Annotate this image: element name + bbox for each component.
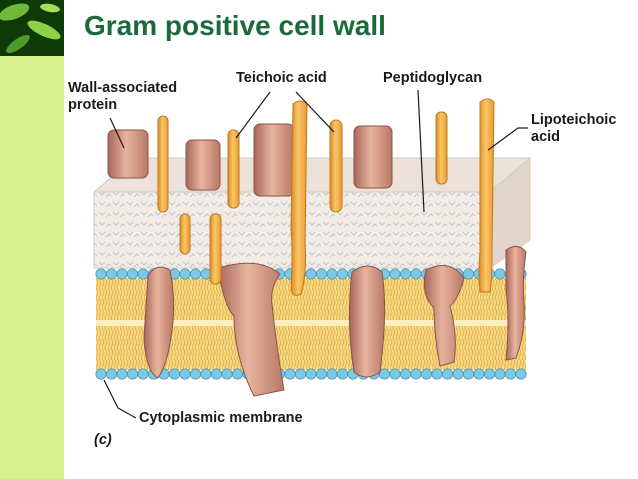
label-lipoteichoic-acid: Lipoteichoic acid [531,112,616,146]
lipid-head [189,268,202,280]
lipid-head [389,368,401,380]
lipid-head [462,368,475,380]
bacteria-image [0,3,61,54]
lipid-head [315,368,328,380]
lipid-head [105,368,118,380]
lipid-head [462,268,475,280]
lipid-head [221,368,233,380]
lipid-head [336,368,349,380]
lipid-head [116,368,128,380]
lipid-head [95,268,107,280]
teichoic-acid-rod [209,213,222,285]
lipid-head [378,368,391,380]
lipid-head [231,368,244,380]
label-cytoplasmic-membrane: Cytoplasmic membrane [139,410,303,426]
leader-line [417,89,425,213]
lipid-head [305,368,317,380]
lipid-head [305,268,317,280]
lipid-head [326,368,338,380]
lipid-head [336,268,349,280]
lipid-head [116,268,128,280]
lipid-head [326,268,338,280]
wall-protein [107,129,149,179]
wall-protein [353,125,393,189]
lipid-head [431,368,443,380]
lipid-head [210,368,223,380]
label-teichoic-acid: Teichoic acid [236,70,327,86]
lipid-head [399,368,412,380]
leader-line [235,91,271,139]
lipid-head [105,268,118,280]
teichoic-acid-rod [179,213,191,255]
membrane-protein [217,262,285,397]
lipid-head [200,368,212,380]
lipid-head [483,368,496,380]
left-accent-band [0,56,64,479]
lipid-head [410,368,422,380]
lipoteichoic-acid-rod [435,111,448,185]
membrane-protein [423,265,465,367]
label-peptidoglycan: Peptidoglycan [383,70,483,86]
label-wall-associated-protein: Wall-associated protein [68,80,177,114]
teichoic-acid-rods [157,98,495,296]
leader-line [109,117,125,149]
lipid-head [126,268,139,280]
teichoic-acid-rod [329,119,343,213]
teichoic-acid-rod [290,100,308,296]
lipid-head [294,368,307,380]
lipid-head [137,268,149,280]
lipoteichoic-acid-rod [478,98,495,293]
lipid-head [494,268,506,280]
lipid-head [189,368,202,380]
teichoic-acid-rod [227,129,240,209]
lipid-head [441,368,454,380]
membrane-protein [348,265,386,378]
lipid-head [179,268,191,280]
leader-line [487,127,528,151]
lipid-head [399,268,412,280]
lipid-head [168,368,181,380]
wall-protein [253,123,295,197]
lipid-head [504,368,517,380]
membrane-proteins [143,246,527,397]
leader-line [295,91,335,133]
lipid-head [473,368,485,380]
panel-label: (c) [94,432,112,448]
membrane-protein [143,266,175,379]
teichoic-acid-rod [157,115,169,213]
lipid-head [284,368,296,380]
lipid-head [410,268,422,280]
bacteria-thumbnail [0,0,64,56]
leader-line [103,379,137,419]
wall-protein [185,139,221,191]
lipid-head [389,268,401,280]
lipid-head [420,368,433,380]
lipid-head [452,368,464,380]
lipid-head [126,368,139,380]
label-text: Wall-associated protein [68,80,178,113]
lipid-head [95,368,107,380]
slide-title: Gram positive cell wall [84,10,386,41]
lipid-head [315,268,328,280]
label-text: Lipoteichoic acid [531,112,617,145]
lipid-head [179,368,191,380]
lipid-head [494,368,506,380]
lipid-head [515,368,527,380]
lipid-head [137,368,149,380]
membrane-protein [505,246,527,361]
leader-lines [103,89,528,419]
